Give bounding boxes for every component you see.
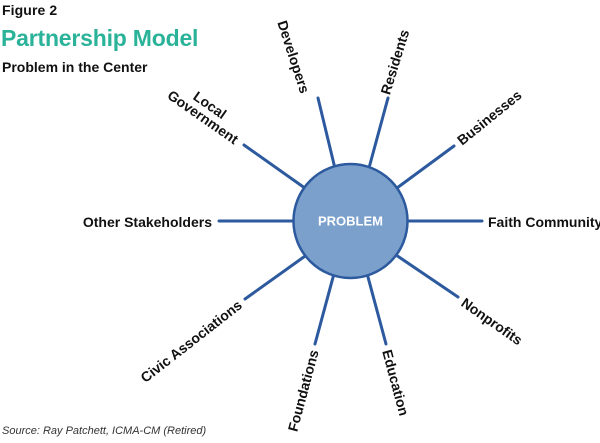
problem-circle — [292, 162, 409, 280]
figure-label: Figure 2 — [2, 2, 58, 18]
label-nonprofits: Nonprofits — [458, 294, 525, 348]
diagram-subtitle: Problem in the Center — [2, 59, 148, 75]
label-other-stakeholders: Other Stakeholders — [83, 214, 212, 230]
spoke-line-local-government — [242, 143, 306, 189]
label-businesses: Businesses — [454, 87, 525, 149]
spoke-line-nonprofits — [394, 253, 460, 299]
spoke-line-residents — [368, 96, 390, 167]
label-education: Education — [379, 348, 412, 418]
label-foundations: Foundations — [285, 348, 322, 433]
label-developers: Developers — [274, 19, 313, 96]
label-residents: Residents — [377, 27, 412, 96]
spoke-line-foundations — [313, 274, 335, 346]
spoke-line-civic-associations — [243, 254, 307, 301]
diagram-title: Partnership Model — [1, 25, 199, 51]
source-note: Source: Ray Patchett, ICMA-CM (Retired) — [2, 425, 207, 437]
spoke-line-developers — [316, 96, 336, 167]
spoke-lines — [217, 96, 484, 346]
label-civic-associations: Civic Associations — [137, 297, 245, 386]
problem-label: PROBLEM — [318, 214, 383, 229]
spoke-line-businesses — [394, 144, 456, 191]
label-faith-community: Faith Community — [488, 214, 600, 230]
spoke-line-education — [366, 274, 388, 346]
